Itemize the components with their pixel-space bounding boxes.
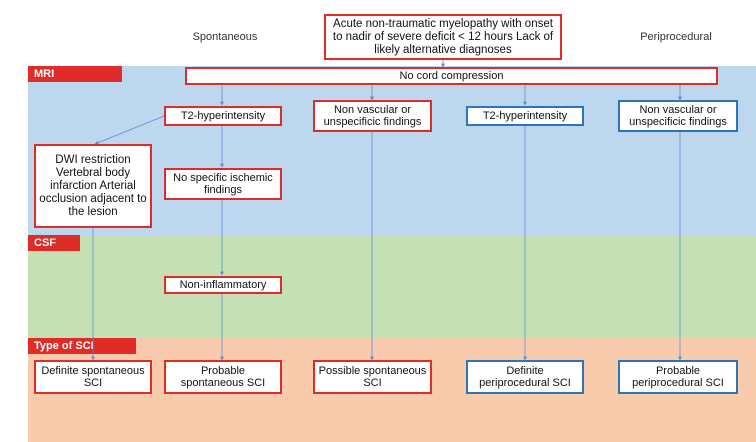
dwi-restriction-box: DWI restriction Vertebral body infarctio… <box>34 144 152 228</box>
t2-hyperintensity-spontaneous-box: T2-hyperintensity <box>164 106 282 126</box>
nonvascular-findings-periprocedural-box: Non vascular or unspecificic findings <box>618 100 738 132</box>
column-header-periprocedural: Periprocedural <box>640 31 712 43</box>
non-inflammatory-box: Non-inflammatory <box>164 276 282 294</box>
arrow-t2-to-dwi <box>94 115 165 145</box>
probable-periprocedural-sci-box: Probable periprocedural SCI <box>618 360 738 394</box>
no-specific-ischemic-findings-box: No specific ischemic findings <box>164 168 282 200</box>
definite-spontaneous-sci-box: Definite spontaneous SCI <box>34 360 152 394</box>
definite-periprocedural-sci-box: Definite periprocedural SCI <box>466 360 584 394</box>
possible-spontaneous-sci-box: Possible spontaneous SCI <box>313 360 432 394</box>
csf-label: CSF <box>28 235 80 251</box>
mri-label: MRI <box>28 66 122 82</box>
probable-spontaneous-sci-box: Probable spontaneous SCI <box>164 360 282 394</box>
entry-criteria-box: Acute non-traumatic myelopathy with onse… <box>324 14 562 60</box>
column-header-spontaneous: Spontaneous <box>192 31 258 43</box>
no-cord-compression-box: No cord compression <box>185 67 718 85</box>
t2-hyperintensity-periprocedural-box: T2-hyperintensity <box>466 106 584 126</box>
sci-type-label: Type of SCI <box>28 338 136 354</box>
nonvascular-findings-box: Non vascular or unspecificic findings <box>313 100 432 132</box>
csf-band <box>28 235 756 338</box>
